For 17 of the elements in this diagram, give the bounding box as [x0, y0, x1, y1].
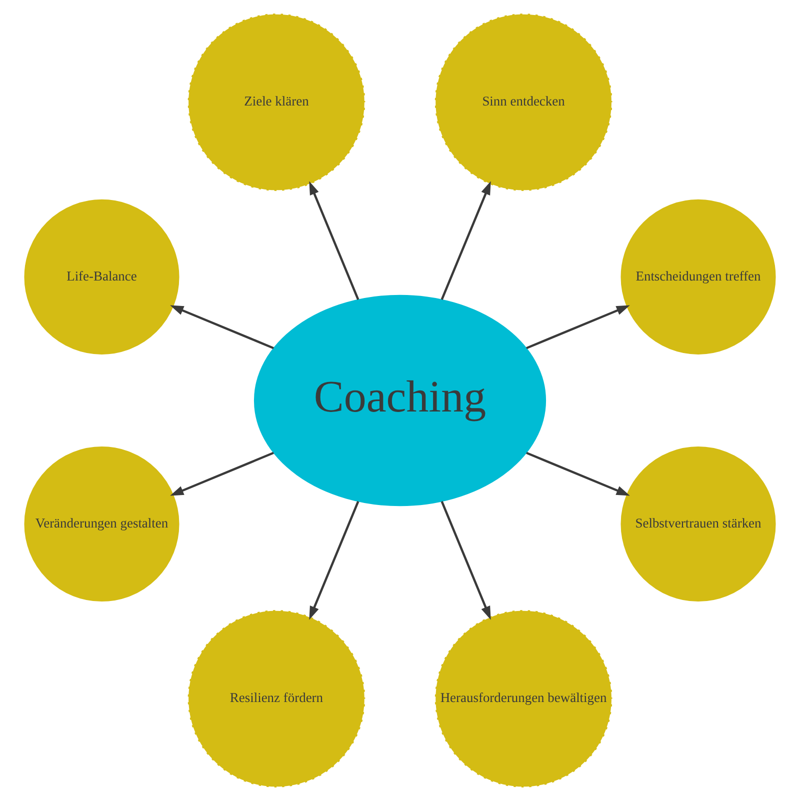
node-circle: Selbstvertrauen stärken	[620, 446, 776, 602]
node-circle: Life-Balance	[24, 198, 180, 354]
arrow	[440, 180, 491, 300]
arrow	[309, 180, 360, 300]
node-circle: Sinn entdecken	[434, 12, 614, 192]
node-circle: Resilienz fördern	[186, 608, 366, 788]
node-circle: Herausforderungen bewältigen	[434, 608, 614, 788]
arrow	[309, 500, 360, 620]
arrow	[440, 500, 491, 620]
node-circle: Entscheidungen treffen	[620, 198, 776, 354]
arrow	[526, 304, 630, 349]
arrow	[170, 304, 274, 349]
node-ellipse: Coaching	[254, 294, 546, 506]
arrow	[170, 451, 274, 496]
node-circle: Veränderungen gestalten	[24, 446, 180, 602]
arrow	[526, 451, 630, 496]
node-circle: Ziele klären	[186, 12, 366, 192]
